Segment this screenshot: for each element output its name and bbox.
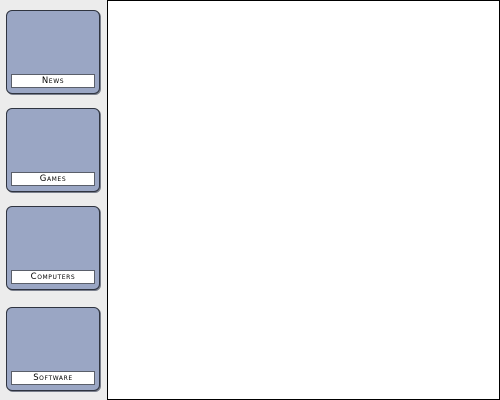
sidebar-item-label: News [11,74,95,88]
sidebar-item-news[interactable]: News [6,10,100,94]
sidebar-item-games[interactable]: Games [6,108,100,192]
sidebar-item-computers[interactable]: Computers [6,206,100,290]
sidebar-item-label: Software [11,371,95,385]
sidebar-item-software[interactable]: Software [6,307,100,391]
sidebar-item-label: Computers [11,270,95,284]
sidebar: News Games Computers Software [0,0,107,400]
sidebar-item-label: Games [11,172,95,186]
content-area [107,0,500,400]
